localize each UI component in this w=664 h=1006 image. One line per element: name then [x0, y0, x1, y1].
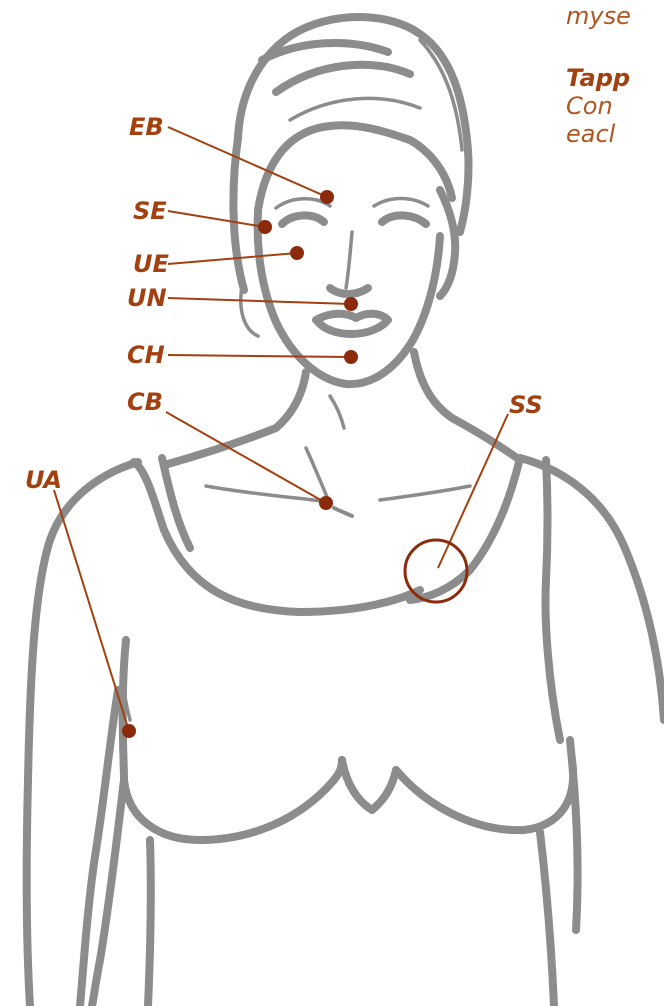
- leader-ue: [168, 253, 297, 264]
- point-ue-dot: [290, 246, 304, 260]
- label-se: SE: [133, 197, 167, 225]
- hair-strand-2: [276, 65, 410, 92]
- point-se-dot: [258, 220, 272, 234]
- point-eb-dot: [320, 190, 334, 204]
- hair-strand-3: [290, 98, 420, 120]
- waist-right: [540, 832, 554, 1006]
- lower-lip: [318, 322, 386, 334]
- neck-right: [414, 352, 520, 460]
- leader-ua: [54, 490, 129, 731]
- right-eye: [382, 215, 426, 224]
- right-breast: [396, 760, 573, 830]
- right-strap-outer: [546, 460, 560, 740]
- label-ss: SS: [509, 391, 543, 419]
- nose-bottom: [330, 288, 368, 294]
- point-cb-dot: [319, 496, 333, 510]
- nose: [346, 232, 352, 288]
- left-strap: [134, 462, 420, 612]
- label-cb: CB: [127, 388, 163, 416]
- right-collarbone: [380, 486, 470, 500]
- right-shoulder-arm: [520, 458, 664, 720]
- label-ch: CH: [127, 341, 165, 369]
- point-ua-dot: [122, 724, 136, 738]
- chest-center: [342, 760, 396, 810]
- sternal-notch: [306, 448, 330, 504]
- upper-lip: [316, 314, 388, 320]
- left-breast: [124, 760, 342, 840]
- label-eb: EB: [129, 113, 164, 141]
- right-eyebrow: [374, 199, 428, 207]
- label-ue: UE: [133, 250, 169, 278]
- leader-se: [168, 211, 265, 227]
- point-ch-dot: [344, 350, 358, 364]
- sternum-line: [334, 508, 352, 516]
- label-ua: UA: [25, 466, 62, 494]
- hairline: [258, 125, 452, 210]
- figure-outline: [27, 17, 664, 1006]
- left-eye: [282, 215, 324, 224]
- label-un: UN: [127, 284, 167, 312]
- leader-un: [168, 298, 351, 304]
- neck-left: [168, 372, 306, 464]
- leader-ch: [168, 355, 351, 357]
- waist-left: [148, 840, 151, 1006]
- point-un-dot: [344, 297, 358, 311]
- neck-crease: [330, 396, 344, 428]
